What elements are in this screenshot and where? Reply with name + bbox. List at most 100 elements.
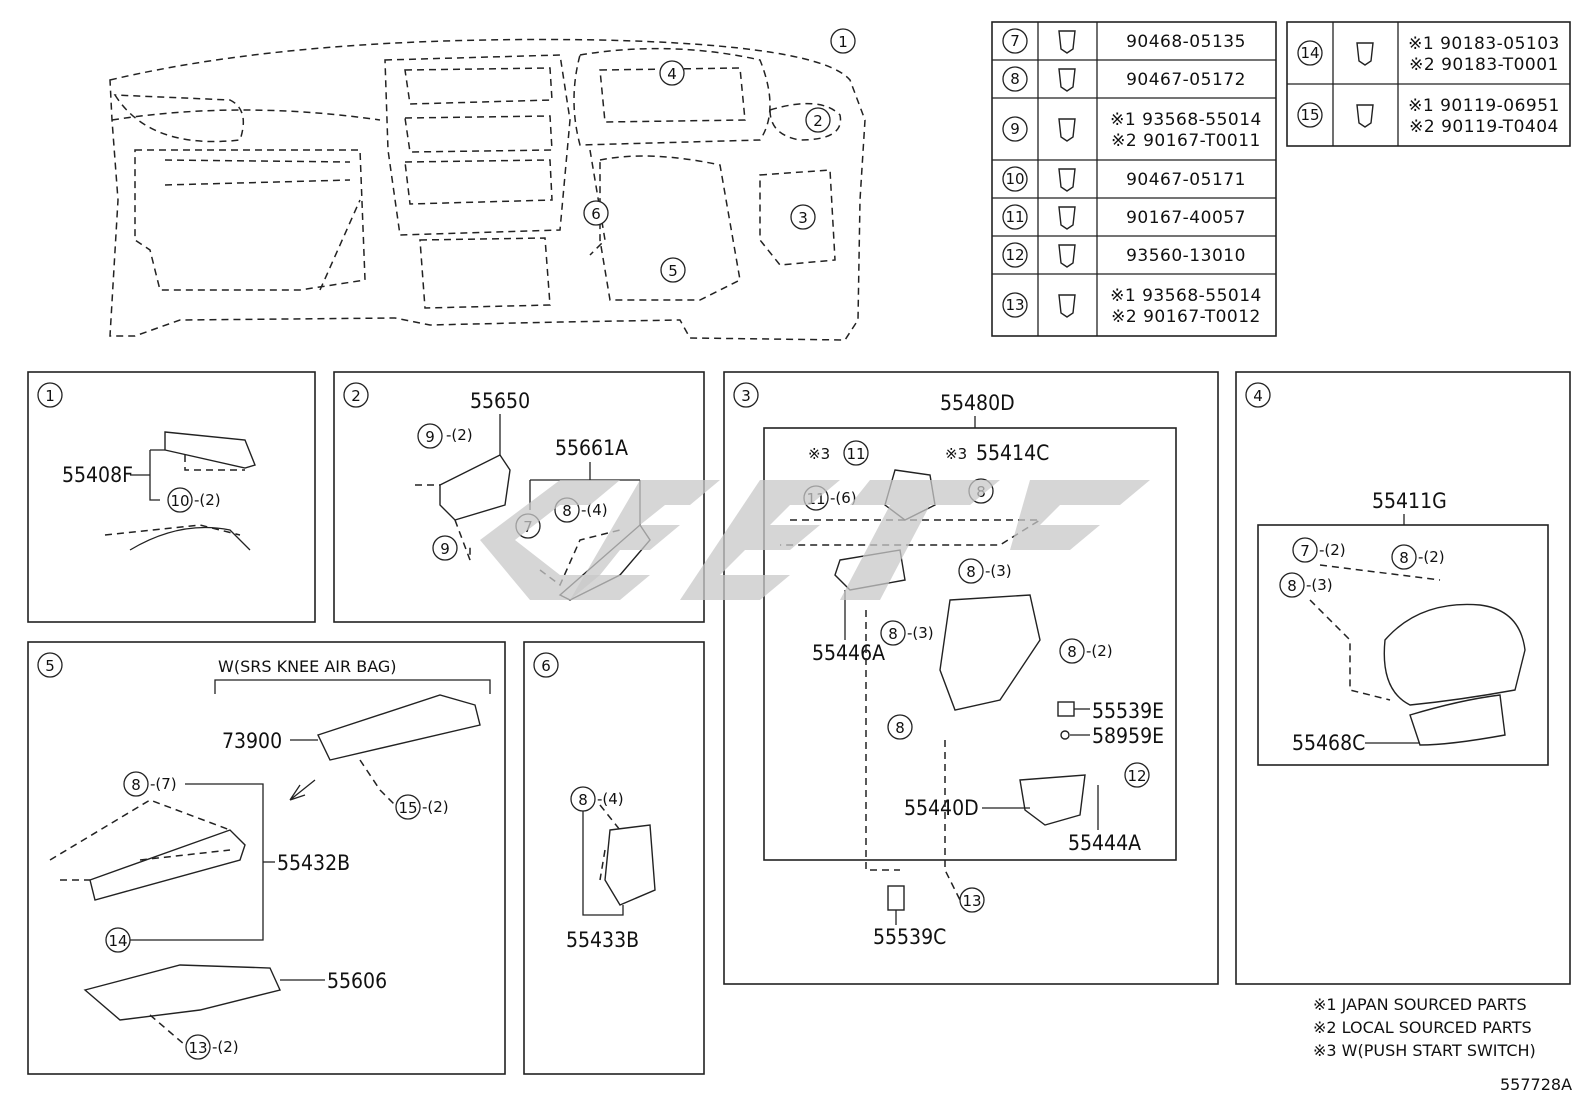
svg-text:-(4): -(4): [581, 501, 608, 519]
svg-text:13: 13: [188, 1039, 207, 1057]
svg-text:-(3): -(3): [1306, 576, 1333, 594]
table-ref-9: [1002, 116, 1028, 142]
fastener-part-number: ※2 90119-T0404: [1409, 117, 1559, 137]
table-ref-number: 13: [1005, 296, 1024, 314]
svg-text:3: 3: [741, 387, 751, 405]
svg-text:-(4): -(4): [597, 790, 624, 808]
svg-text:9: 9: [425, 428, 435, 446]
svg-text:11: 11: [846, 445, 865, 463]
fastener-part-number: ※1 93568-55014: [1110, 110, 1262, 130]
svg-text:4: 4: [1253, 387, 1263, 405]
fastener-icon: [1058, 294, 1076, 318]
svg-text:8: 8: [131, 776, 141, 794]
note-3: ※3 W(PUSH START SWITCH): [1313, 1041, 1536, 1060]
svg-text:-(3): -(3): [985, 562, 1012, 580]
panel-4: 4 55411G 7 -(2) 8 -(2) 8 -(3) 55468C: [1235, 371, 1571, 985]
overview-callouts: 1 2 3 4 5 6: [583, 28, 856, 283]
overview-callout-4: 4: [667, 65, 677, 83]
part-55440D: 55440D: [904, 796, 979, 820]
table-ref-number: 8: [1010, 70, 1020, 88]
svg-text:2: 2: [351, 387, 361, 405]
svg-text:1: 1: [45, 387, 55, 405]
fastener-icon: [1058, 68, 1076, 92]
svg-text:7: 7: [1300, 542, 1310, 560]
dashboard-overview: [109, 38, 866, 341]
part-55408F: 55408F: [62, 463, 133, 487]
fastener-icon: [1356, 104, 1374, 128]
condition-srs-knee-airbag: W(SRS KNEE AIR BAG): [218, 657, 397, 676]
overview-callout-2: 2: [813, 112, 823, 130]
part-55650: 55650: [470, 389, 530, 413]
table-ref-14: [1297, 40, 1323, 66]
part-55414C: 55414C: [976, 441, 1049, 465]
diagram-id: 557728A: [1500, 1075, 1572, 1094]
table-ref-number: 9: [1010, 120, 1020, 138]
part-55444A: 55444A: [1068, 831, 1141, 855]
fastener-icon: [1058, 206, 1076, 230]
part-58959E: 58959E: [1092, 724, 1164, 748]
overview-callout-1: 1: [838, 33, 848, 51]
table-ref-11: [1002, 204, 1028, 230]
svg-text:-(2): -(2): [1086, 642, 1113, 660]
svg-text:8: 8: [1399, 549, 1409, 567]
fastener-icon: [1058, 168, 1076, 192]
svg-text:-(2): -(2): [1418, 548, 1445, 566]
table-ref-number: 12: [1005, 246, 1024, 264]
svg-text:13: 13: [962, 892, 981, 910]
svg-text:14: 14: [108, 932, 127, 950]
svg-text:8: 8: [966, 563, 976, 581]
fastener-icon: [1058, 30, 1076, 54]
fastener-icon: [1058, 244, 1076, 268]
table-ref-15: [1297, 102, 1323, 128]
svg-text:9: 9: [440, 540, 450, 558]
svg-text:-(2): -(2): [422, 798, 449, 816]
svg-text:-(2): -(2): [1319, 541, 1346, 559]
fastener-part-number: 90467-05172: [1126, 70, 1246, 90]
note-2: ※2 LOCAL SOURCED PARTS: [1313, 1018, 1532, 1037]
fastener-part-number: 90468-05135: [1126, 32, 1246, 52]
table-ref-12: [1002, 242, 1028, 268]
overview-callout-3: 3: [798, 209, 808, 227]
svg-text:8: 8: [888, 625, 898, 643]
fastener-part-number: ※1 90183-05103: [1408, 34, 1560, 54]
part-55661A: 55661A: [555, 436, 628, 460]
svg-text:-(2): -(2): [194, 491, 221, 509]
table-ref-number: 14: [1300, 44, 1319, 62]
fastener-part-number: 90467-05171: [1126, 170, 1246, 190]
fastener-part-number: 93560-13010: [1126, 246, 1246, 266]
watermark-logo: [480, 480, 1150, 600]
panel-6: 6 8 -(4) 55433B: [523, 641, 705, 1075]
fastener-part-number: ※2 90167-T0012: [1111, 307, 1261, 327]
fastener-icon: [1356, 42, 1374, 66]
svg-text:-(3): -(3): [907, 624, 934, 642]
svg-text:12: 12: [1127, 767, 1146, 785]
svg-text:8: 8: [895, 719, 905, 737]
svg-text:5: 5: [45, 657, 55, 675]
panel-5: 5 W(SRS KNEE AIR BAG) 73900 15 -(2) 8 -(…: [27, 641, 506, 1075]
table-ref-8: [1002, 66, 1028, 92]
part-55432B: 55432B: [277, 851, 350, 875]
svg-text:-(7): -(7): [150, 775, 177, 793]
table-ref-number: 11: [1005, 208, 1024, 226]
part-55480D: 55480D: [940, 391, 1015, 415]
part-55411G: 55411G: [1372, 489, 1447, 513]
part-55539C: 55539C: [873, 925, 946, 949]
part-73900: 73900: [222, 729, 282, 753]
svg-text:-(2): -(2): [212, 1038, 239, 1056]
table-ref-10: [1002, 166, 1028, 192]
panel-1: 1 55408F 10 -(2): [27, 371, 316, 623]
table-ref-7: [1002, 28, 1028, 54]
svg-text:8: 8: [1287, 577, 1297, 595]
fastener-part-number: 90167-40057: [1126, 208, 1246, 228]
svg-text:15: 15: [398, 799, 417, 817]
table-ref-13: [1002, 292, 1028, 318]
svg-text:-(2): -(2): [446, 426, 473, 444]
part-55433B: 55433B: [566, 928, 639, 952]
fastener-part-number: ※2 90167-T0011: [1111, 131, 1261, 151]
panel-3: 3 55480D ※3 11 ※3 55414C 11 -(6) 8 55446…: [723, 371, 1219, 985]
svg-text:-(6): -(6): [830, 489, 857, 507]
overview-callout-5: 5: [668, 262, 678, 280]
